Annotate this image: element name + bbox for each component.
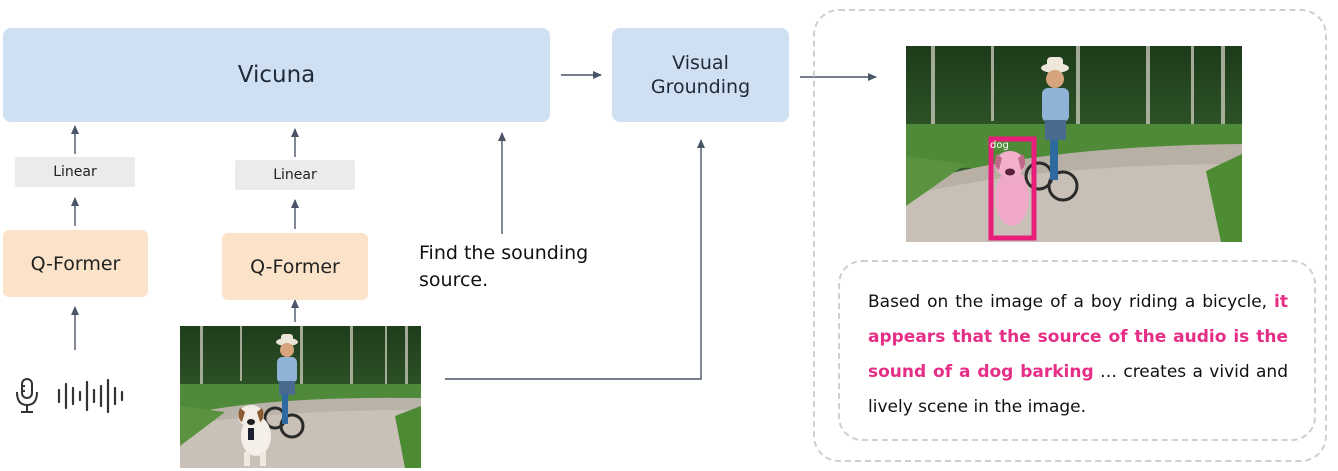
linear-image-label: Linear [273,167,317,183]
visual-grounding-block: Visual Grounding [612,28,789,122]
audio-input-icons [16,378,124,414]
answer-post: … creates a vivid and lively scene in th… [868,362,1288,417]
answer-highlight: it appears that the source of the audio … [868,292,1288,382]
input-image-boy-dog [180,326,421,468]
output-panel [813,9,1327,462]
dog-detection-box [988,136,1037,241]
visual-grounding-line2: Grounding [650,76,751,98]
arrow-image-to-grounding [445,139,705,380]
prompt-text: Find the sounding source. [419,242,589,291]
vicuna-label: Vicuna [237,62,316,88]
waveform-icon [57,378,124,414]
linear-image-block: Linear [235,160,355,190]
visual-grounding-line1: Visual [672,52,729,74]
answer-panel [838,260,1316,441]
qformer-image-label: Q-Former [250,255,340,278]
answer-pre: Based on the image of a boy riding a bic… [868,292,1275,312]
linear-audio-block: Linear [15,157,135,187]
qformer-audio-label: Q-Former [30,252,121,275]
grounded-output-image: dog [906,46,1242,242]
dog-detection-label: dog [990,140,1009,151]
linear-audio-label: Linear [53,164,97,180]
qformer-image-block: Q-Former [222,233,368,300]
qformer-audio-block: Q-Former [3,230,148,297]
vicuna-llm-block: Vicuna [3,28,550,122]
microphone-icon [16,378,38,413]
answer-text: Based on the image of a boy riding a bic… [868,285,1288,425]
